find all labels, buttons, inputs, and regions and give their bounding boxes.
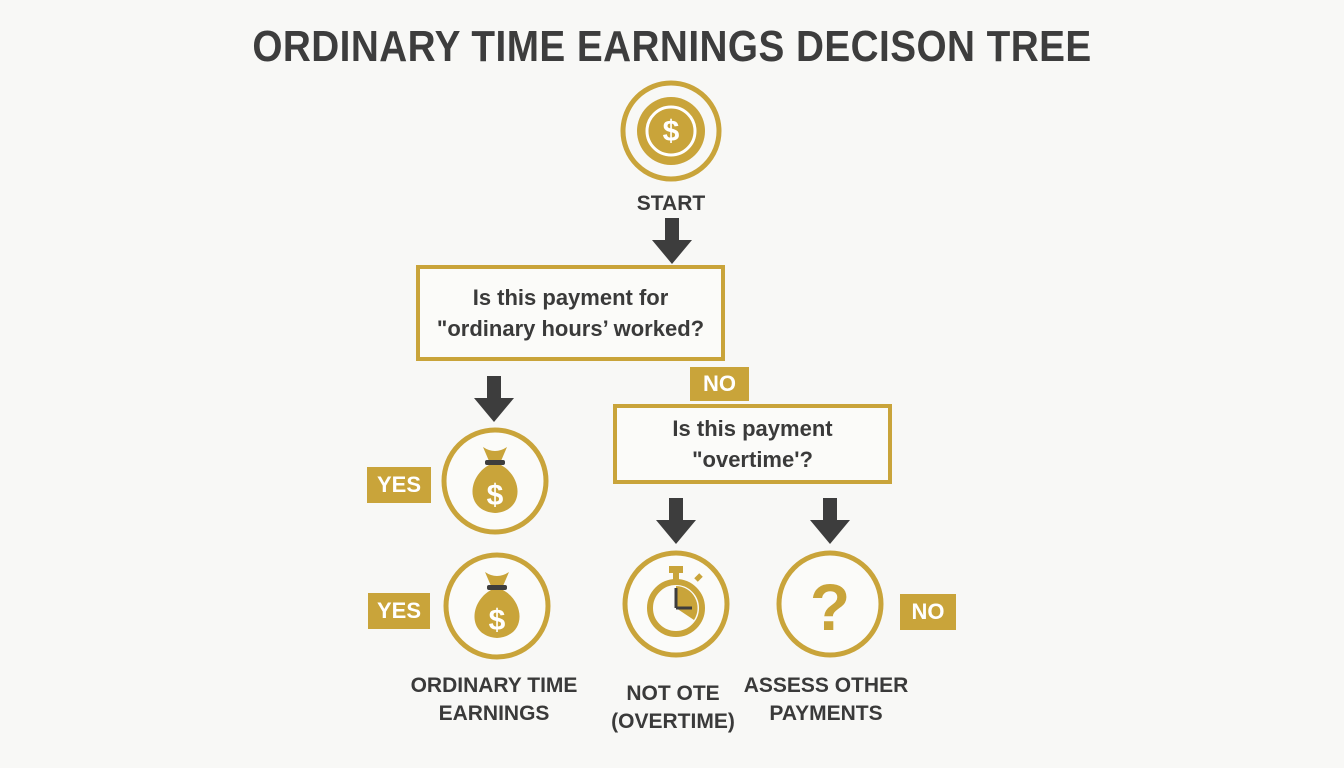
- question-mark-icon: ?: [776, 550, 884, 658]
- outcome-assess-other-label: ASSESS OTHER PAYMENTS: [743, 674, 909, 725]
- svg-text:?: ?: [810, 570, 850, 644]
- question-overtime-text: Is this payment "overtime'?: [672, 416, 833, 472]
- arrow-q2-to-overtime: [656, 498, 696, 544]
- start-label: START: [636, 192, 706, 215]
- question-ordinary-hours-text: Is this payment for "ordinary hours’ wor…: [436, 285, 705, 341]
- yes-tag-2: YES: [368, 593, 430, 629]
- money-bag-icon: $: [443, 552, 551, 660]
- arrow-start-to-q1: [652, 218, 692, 264]
- svg-text:$: $: [663, 115, 680, 148]
- dollar-coin-icon: $: [620, 80, 722, 182]
- svg-text:$: $: [489, 604, 506, 637]
- question-ordinary-hours-box: Is this payment for "ordinary hours’ wor…: [416, 265, 725, 361]
- arrow-q2-to-other: [810, 498, 850, 544]
- no-tag-question-2: NO: [900, 594, 956, 630]
- question-overtime-box: Is this payment "overtime'?: [613, 404, 892, 484]
- arrow-q1-to-yes: [474, 376, 514, 422]
- yes-tag-1: YES: [367, 467, 431, 503]
- svg-text:$: $: [487, 479, 504, 512]
- outcome-not-ote-label: NOT OTE (OVERTIME): [611, 682, 735, 733]
- outcome-ordinary-time-earnings-label: ORDINARY TIME EARNINGS: [410, 674, 578, 725]
- stopwatch-icon: [622, 550, 730, 658]
- money-bag-icon: $: [441, 427, 549, 535]
- no-tag-question-1: NO: [690, 367, 749, 401]
- diagram-title: ORDINARY TIME EARNINGS DECISON TREE: [252, 22, 1092, 71]
